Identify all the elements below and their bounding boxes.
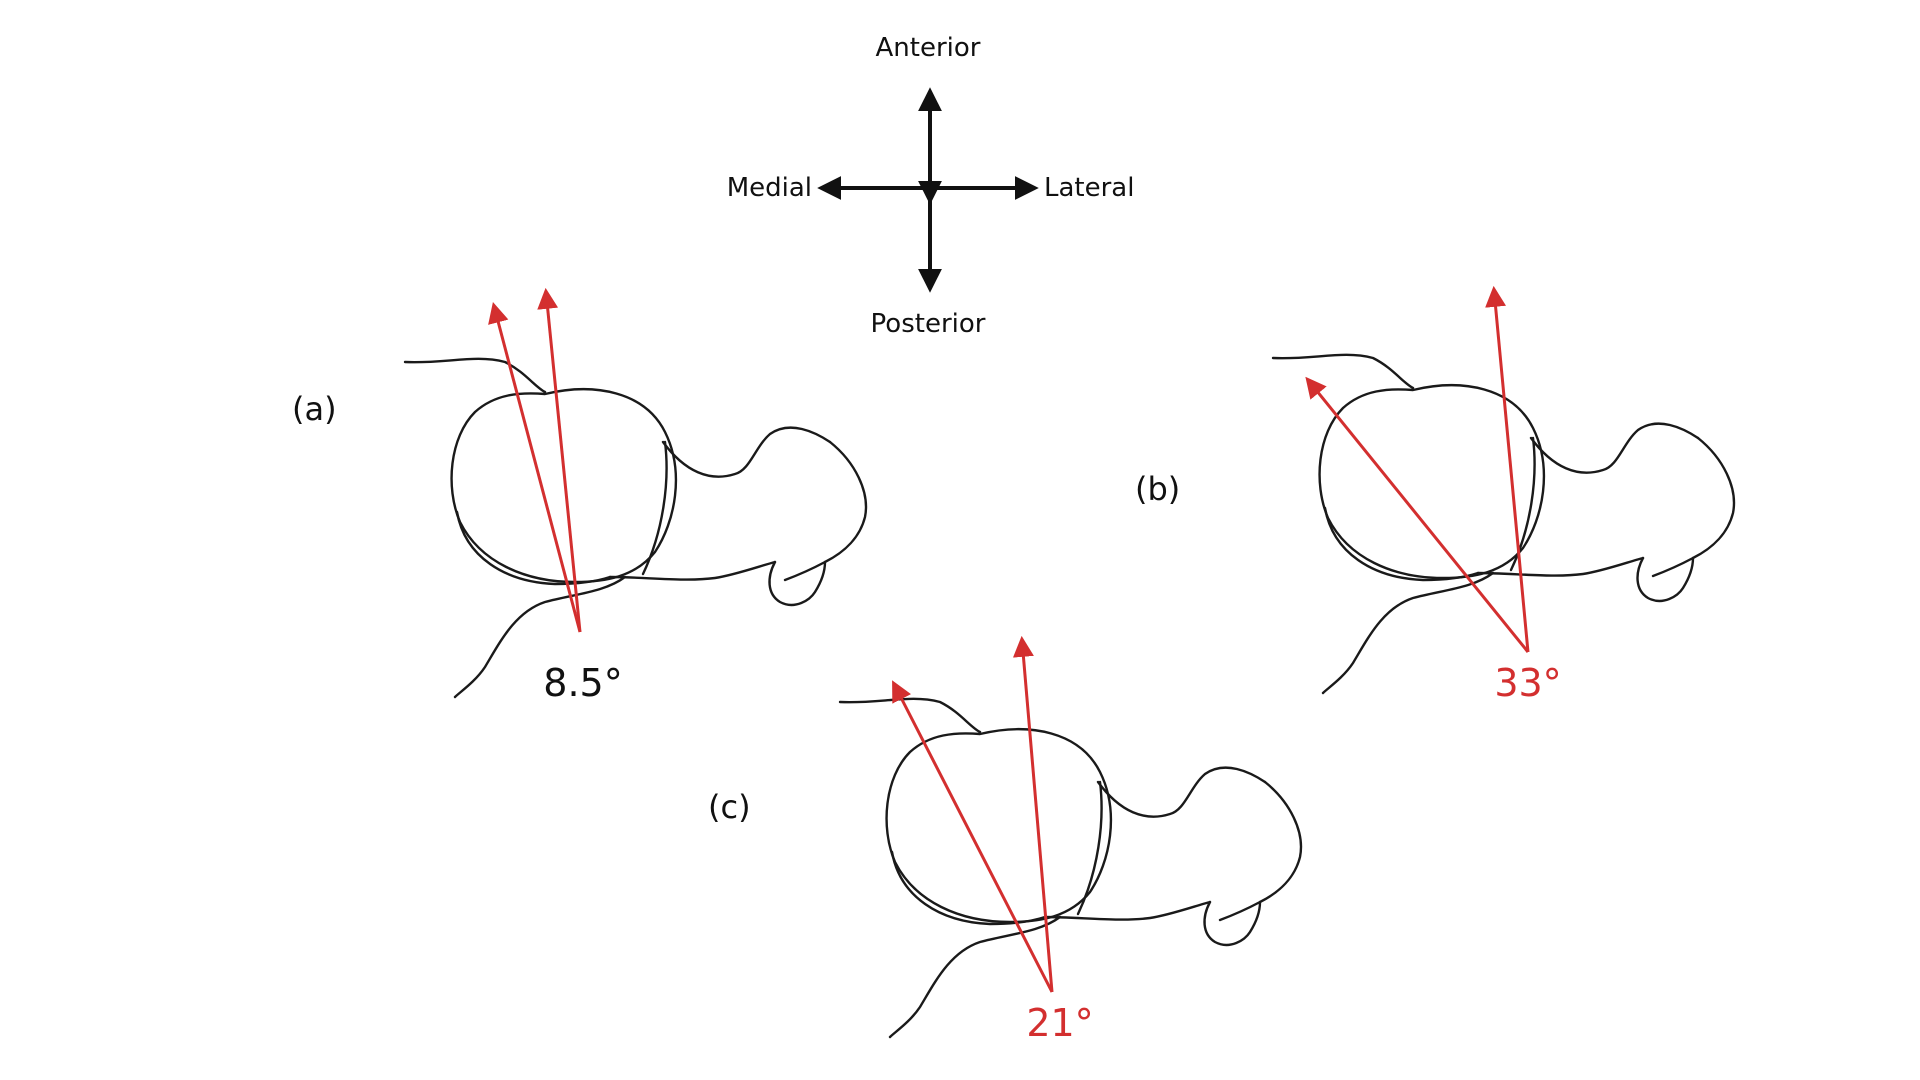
panel-a-label: (a) (292, 390, 337, 428)
panel-a: (a) 8.5° (292, 287, 868, 705)
panel-b-arrow-reference (1485, 285, 1530, 653)
panel-c-label: (c) (708, 788, 751, 826)
panel-a-arrow-reference (537, 287, 582, 633)
panel-a-angle: 8.5° (543, 661, 622, 705)
panel-c-femur-outline (838, 697, 1303, 1039)
panel-b: (b) 33° (1135, 285, 1736, 705)
label-medial: Medial (727, 173, 812, 203)
orientation-compass: Anterior Posterior Medial Lateral (727, 33, 1135, 339)
label-posterior: Posterior (871, 309, 986, 339)
label-anterior: Anterior (876, 33, 981, 63)
panel-b-angle: 33° (1494, 661, 1561, 705)
label-lateral: Lateral (1044, 173, 1134, 203)
panel-c-angle: 21° (1026, 1001, 1093, 1045)
panel-b-label: (b) (1135, 470, 1180, 508)
panel-c-arrow-reference (1012, 635, 1054, 993)
panel-b-arrow-head-axis (1305, 376, 1530, 653)
panel-c-arrow-head-axis (892, 680, 1054, 993)
panel-a-femur-outline (403, 357, 868, 699)
panel-c: (c) 21° (708, 635, 1303, 1045)
panel-a-arrow-head-axis (488, 301, 582, 633)
